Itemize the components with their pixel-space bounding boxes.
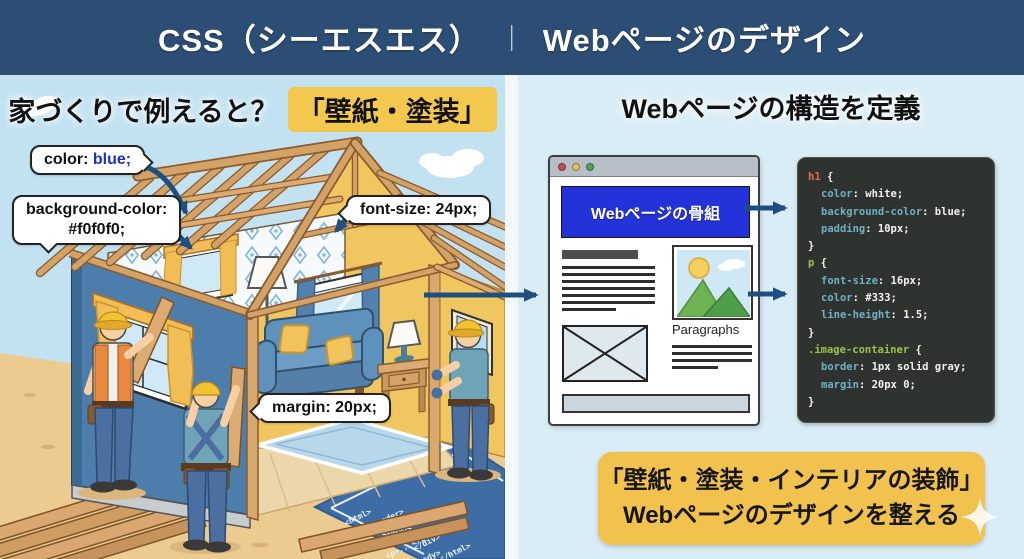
wireframe-subheading	[562, 250, 638, 259]
page-header-banner: Webページの骨組	[561, 186, 750, 238]
header-title-right: Webページのデザイン	[542, 23, 867, 58]
wireframe-text-lines	[672, 345, 752, 373]
header-title-divider: ｜	[498, 24, 525, 54]
crossed-placeholder-icon	[563, 326, 647, 381]
right-panel-heading: Webページの構造を定義	[621, 94, 921, 124]
header-bar: CSS（シーエスエス） ｜ Webページのデザイン	[0, 0, 1024, 75]
webpage-structure-panel: Webページの構造を定義 Webページの骨組	[518, 75, 1024, 559]
worker-center	[169, 366, 246, 554]
cloud	[17, 96, 60, 116]
house-analogy-panel: <html><body><header></header><div><p>...…	[0, 75, 505, 559]
side-table	[377, 319, 431, 417]
image-thumbnail	[672, 245, 753, 320]
left-heading-text: 家づくりで例えると？	[8, 97, 278, 127]
svg-text:</body>: </body>	[408, 548, 442, 559]
house-construction-illustration: <html><body><header></header><div><p>...…	[0, 75, 505, 559]
callout-background-color: background-color: #f0f0f0;	[12, 195, 182, 254]
worker-left	[78, 295, 175, 500]
close-dot-icon	[558, 162, 566, 171]
maximize-dot-icon	[586, 162, 594, 171]
css-code-block: h1 {color: white;background-color: blue;…	[797, 157, 995, 423]
paragraphs-label: Paragraphs	[672, 322, 740, 337]
browser-window-mockup: Webページの骨組	[548, 155, 760, 426]
left-heading-highlight: 「壁紙・塗装」	[287, 87, 497, 132]
landscape-image-icon	[675, 250, 752, 318]
header-title-left: CSS（シーエスエス）	[157, 23, 481, 58]
summary-line-1: 「壁紙・塗装・インテリアの装飾」	[599, 466, 984, 494]
left-panel-heading: 家づくりで例えると？ 「壁紙・塗装」	[0, 87, 505, 132]
wireframe-footer-bar	[562, 394, 750, 413]
callout-color-blue: color: blue;	[30, 145, 154, 175]
wireframe-text-lines	[562, 266, 655, 315]
rug	[251, 417, 457, 475]
minimize-dot-icon	[572, 162, 580, 171]
sparkle-icon	[961, 498, 999, 536]
browser-chrome-bar	[550, 157, 758, 177]
callout-font-size: font-size: 24px;	[337, 195, 492, 225]
image-placeholder-box	[562, 325, 648, 382]
summary-line-2: Webページのデザインを整える	[622, 501, 961, 529]
cloud	[419, 149, 484, 178]
callout-margin: margin: 20px;	[249, 393, 391, 423]
panel-divider	[505, 75, 518, 559]
summary-highlight-box: 「壁紙・塗装・インテリアの装飾」 Webページのデザインを整える	[598, 452, 985, 545]
lumber-pair	[298, 500, 470, 559]
corner-post	[428, 264, 441, 475]
worker-right	[431, 319, 501, 482]
